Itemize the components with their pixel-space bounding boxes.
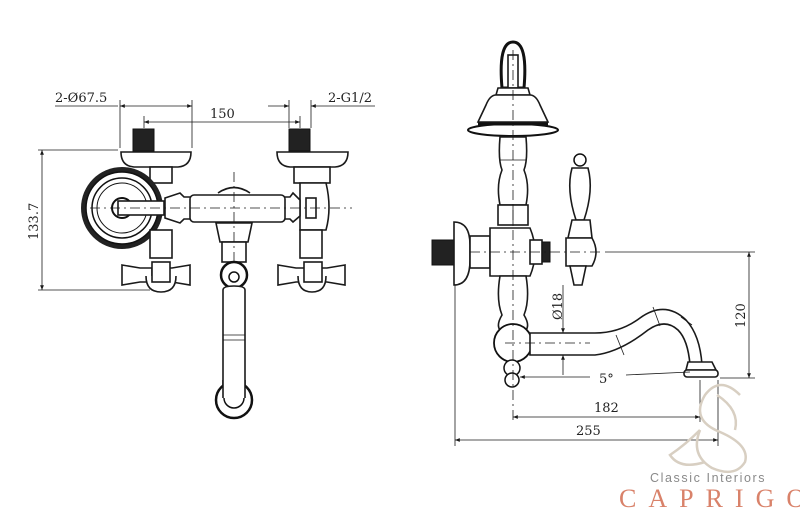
dim-centers-label: 150 <box>210 107 235 122</box>
dim-height-label: 133.7 <box>27 203 42 240</box>
front-dimensions <box>38 100 375 291</box>
side-view: Ø18 120 5° 182 255 <box>431 40 755 446</box>
logo-tagline: Classic Interiors <box>650 471 767 485</box>
dim-escutcheon-label: 2-Ø67.5 <box>55 91 107 106</box>
caprigo-logo-mark <box>668 383 747 474</box>
right-cross-handle <box>277 229 346 293</box>
left-cross-handle <box>121 229 191 293</box>
left-inlet <box>120 128 192 184</box>
lower-body <box>493 275 533 388</box>
dim-angle-label: 5° <box>599 372 614 387</box>
front-spout <box>214 260 254 420</box>
front-view: 2-Ø67.5 150 2-G1/2 133.7 <box>27 91 375 420</box>
dim-overall-label: 255 <box>576 424 601 439</box>
dim-spout-diameter-label: Ø18 <box>551 293 566 320</box>
dim-thread-label: 2-G1/2 <box>328 91 372 106</box>
mixer-body <box>164 186 317 263</box>
dim-spout-height-label: 120 <box>734 303 749 328</box>
wall-connection <box>431 221 551 286</box>
logo-brand-name: CAPRIGO <box>619 484 800 510</box>
side-spout <box>529 306 719 378</box>
dim-reach-label: 182 <box>594 401 619 416</box>
lever-handle <box>565 153 597 286</box>
